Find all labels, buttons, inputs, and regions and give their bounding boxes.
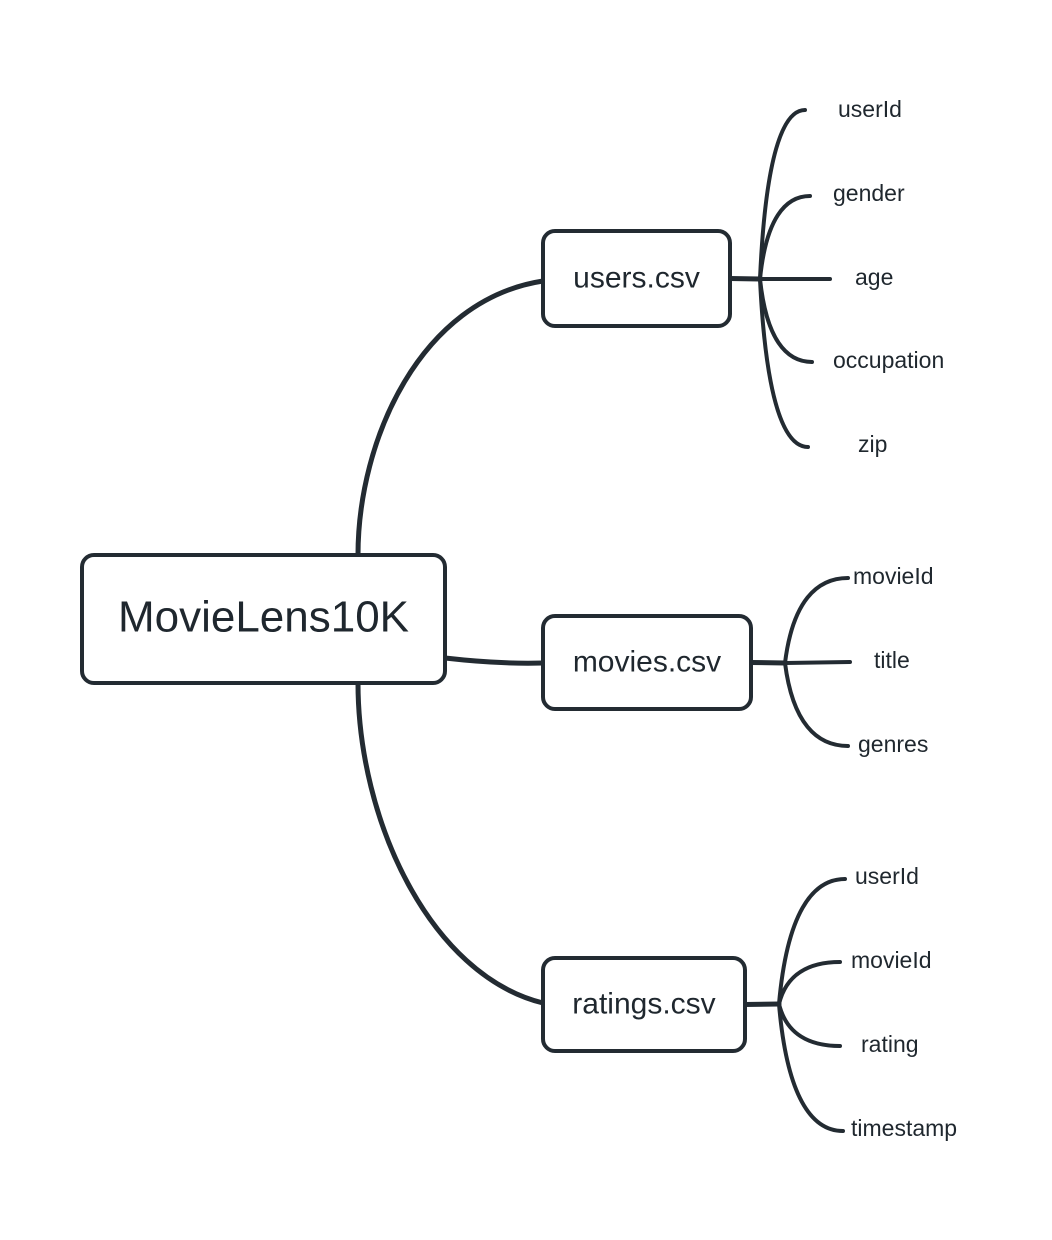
leaf-label-users-csv-age: age [855, 264, 893, 290]
leaf-label-users-csv-occupation: occupation [833, 347, 944, 373]
edge-root-to-movies-csv [442, 655, 546, 666]
branch-node-users-csv-label: users.csv [573, 261, 700, 294]
edge-root-to-ratings-csv [355, 680, 546, 1006]
edge-ratings-csv-to-movieid [777, 960, 842, 1006]
branch-node-users-csv-box [541, 229, 732, 328]
branch-node-users-csv[interactable]: users.csv [541, 229, 732, 328]
leaf-label-users-csv-gender: gender [833, 180, 905, 206]
edge-movies-csv-to-title [783, 660, 852, 665]
edge-ratings-csv-stub [742, 1001, 782, 1007]
edge-ratings-csv-to-rating [777, 1002, 842, 1048]
branch-node-movies-csv-box [541, 614, 753, 711]
leaf-edges-group [727, 108, 852, 1133]
edge-users-csv-to-occupation [758, 277, 814, 364]
branch-node-ratings-csv[interactable]: ratings.csv [541, 956, 747, 1053]
leaf-label-users-csv-userid: userId [838, 96, 902, 122]
edge-users-csv-to-zip [758, 277, 810, 449]
edge-users-csv-to-userid [758, 108, 807, 281]
branch-node-movies-csv[interactable]: movies.csv [541, 614, 753, 711]
branch-node-ratings-csv-box [541, 956, 747, 1053]
edge-movies-csv-stub [748, 660, 788, 666]
leaf-labels-group: userId gender age occupation zip movieId title… [833, 96, 957, 1141]
branch-node-movies-csv-label: movies.csv [573, 645, 721, 678]
edge-ratings-csv-to-userid [777, 877, 847, 1006]
leaf-label-movies-csv-genres: genres [858, 731, 928, 757]
edge-movies-csv-to-movieid [783, 576, 850, 665]
leaf-label-users-csv-zip: zip [858, 431, 887, 457]
root-node-movielens10k[interactable]: MovieLens10K [80, 553, 447, 685]
edge-root-to-users-csv [355, 278, 546, 558]
root-node-movielens10k-box [80, 553, 447, 685]
leaf-label-movies-csv-movieid: movieId [853, 563, 934, 589]
leaf-label-ratings-csv-movieid: movieId [851, 947, 932, 973]
leaf-label-ratings-csv-rating: rating [861, 1031, 919, 1057]
leaf-label-ratings-csv-userid: userId [855, 863, 919, 889]
edge-movies-csv-to-genres [783, 661, 850, 748]
nodes-group: MovieLens10K users.csv movies.csv ratings.c… [80, 229, 753, 1053]
root-node-movielens10k-label: MovieLens10K [118, 593, 409, 642]
root-edges-group [355, 278, 546, 1006]
edge-users-csv-stub [727, 276, 763, 282]
leaf-label-ratings-csv-timestamp: timestamp [851, 1115, 957, 1141]
edge-users-csv-to-gender [758, 194, 812, 281]
branch-node-ratings-csv-label: ratings.csv [572, 987, 715, 1020]
edge-ratings-csv-to-timestamp [777, 1002, 845, 1133]
leaf-label-movies-csv-title: title [874, 647, 910, 673]
